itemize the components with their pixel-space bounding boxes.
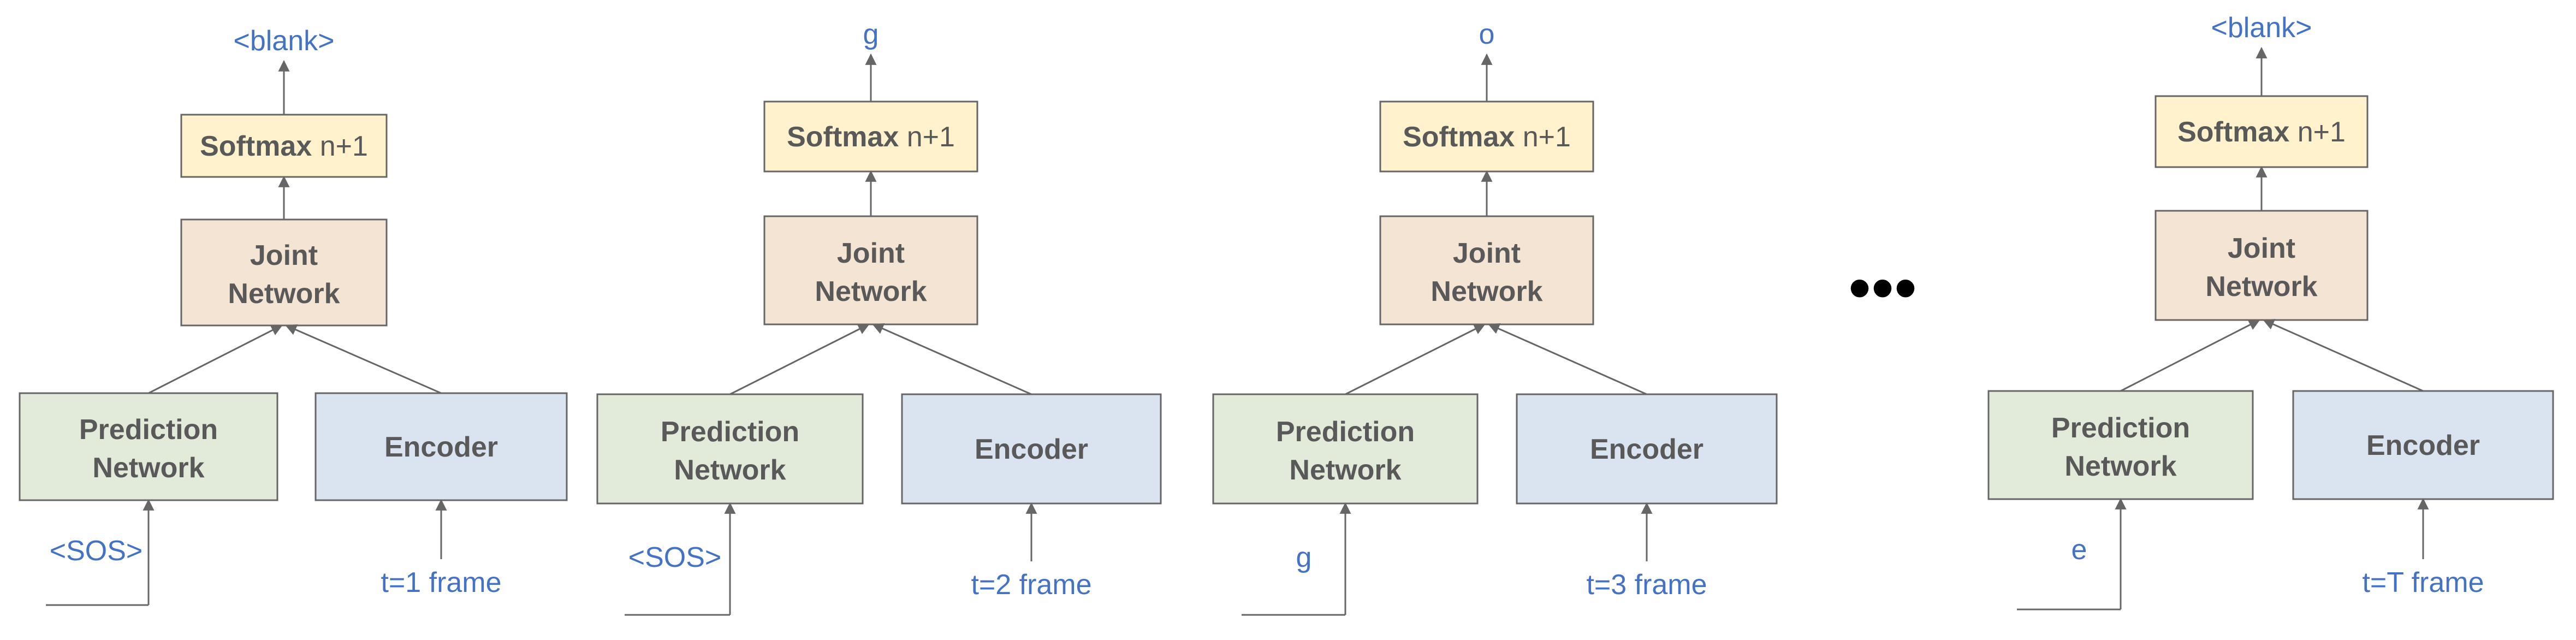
prediction-input-token: g <box>1296 542 1312 573</box>
joint-network-label: Network <box>815 276 927 307</box>
joint-network-label: Joint <box>2228 233 2295 264</box>
softmax-box <box>1379 100 1594 173</box>
joint-network-box <box>180 218 388 327</box>
encoder-input-frame: t=1 frame <box>381 567 501 598</box>
prediction-to-joint-arrow <box>2120 319 2260 392</box>
joint-network-label: Joint <box>837 238 905 269</box>
prediction-input-token: <SOS> <box>628 542 722 573</box>
prediction-to-joint-arrow <box>1345 323 1486 395</box>
prediction-network-label: Prediction <box>1276 416 1415 448</box>
prediction-network-label: Network <box>92 452 204 484</box>
encoder-label: Encoder <box>384 431 498 463</box>
joint-network-box <box>2154 210 2369 321</box>
encoder-box <box>2292 390 2554 500</box>
encoder-label: Encoder <box>1590 434 1704 465</box>
encoder-to-joint-arrow <box>285 324 442 394</box>
output-token: g <box>863 19 879 50</box>
prediction-to-joint-arrow <box>148 324 283 394</box>
transducer-step: Softmax n+1JointNetworkPredictionNetwork… <box>1987 12 2554 611</box>
encoder-box <box>1516 393 1778 505</box>
joint-network-label: Network <box>1431 276 1542 307</box>
prediction-to-joint-arrow <box>729 323 870 395</box>
transducer-step: Softmax n+1JointNetworkPredictionNetwork… <box>596 19 1162 616</box>
joint-network-box <box>763 215 978 325</box>
prediction-network-label: Network <box>674 454 786 486</box>
joint-network-box <box>1379 215 1594 325</box>
softmax-box <box>180 114 388 178</box>
ellipsis: ••• <box>1848 251 1917 324</box>
prediction-network-box <box>1212 393 1479 505</box>
prediction-network-label: Prediction <box>661 416 799 448</box>
encoder-input-frame: t=T frame <box>2362 567 2484 598</box>
transducer-step: Softmax n+1JointNetworkPredictionNetwork… <box>1212 19 1778 616</box>
prediction-network-label: Prediction <box>2051 412 2190 444</box>
prediction-input-token: e <box>2072 534 2087 566</box>
prediction-network-label: Network <box>2064 451 2176 482</box>
softmax-label: Softmax n+1 <box>1403 121 1571 153</box>
prediction-network-label: Network <box>1289 454 1401 486</box>
joint-network-label: Network <box>228 278 340 310</box>
encoder-to-joint-arrow <box>1488 323 1647 395</box>
encoder-label: Encoder <box>975 434 1088 465</box>
encoder-to-joint-arrow <box>872 323 1032 395</box>
output-token: o <box>1479 19 1495 50</box>
joint-network-label: Joint <box>250 240 318 271</box>
encoder-input-frame: t=2 frame <box>971 569 1091 601</box>
joint-network-label: Joint <box>1453 238 1521 269</box>
output-token: <blank> <box>2211 12 2312 44</box>
encoder-label: Encoder <box>2366 430 2480 461</box>
softmax-box <box>2154 95 2369 168</box>
softmax-label: Softmax n+1 <box>200 131 368 162</box>
prediction-network-box <box>1987 390 2254 500</box>
encoder-to-joint-arrow <box>2263 319 2424 392</box>
prediction-input-token: <SOS> <box>50 535 143 567</box>
encoder-input-frame: t=3 frame <box>1586 569 1707 601</box>
prediction-network-box <box>596 393 864 505</box>
joint-network-label: Network <box>2205 271 2317 303</box>
softmax-label: Softmax n+1 <box>787 121 955 153</box>
transducer-step: Softmax n+1JointNetworkPredictionNetwork… <box>19 25 568 606</box>
softmax-label: Softmax n+1 <box>2177 116 2346 148</box>
prediction-network-box <box>19 392 278 501</box>
output-token: <blank> <box>233 25 334 57</box>
prediction-network-label: Prediction <box>79 414 218 446</box>
